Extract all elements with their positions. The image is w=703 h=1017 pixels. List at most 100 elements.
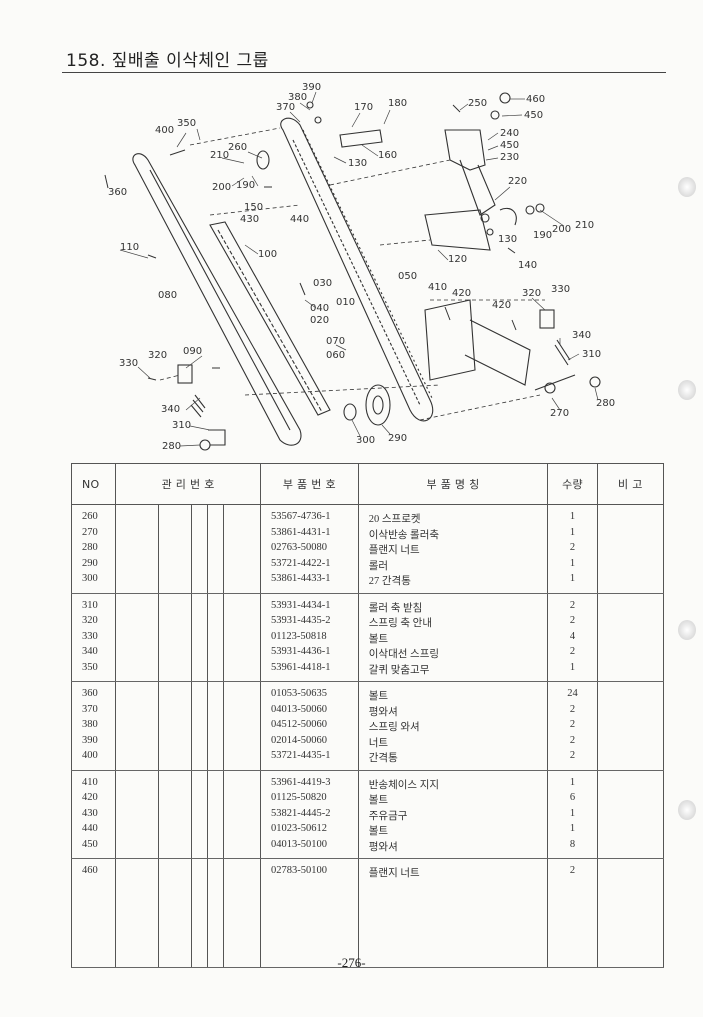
cell-empty [222, 770, 261, 859]
callout-label: 330 [119, 358, 138, 369]
title-rule [62, 72, 666, 73]
callout-label: 410 [428, 282, 447, 293]
cell-line-qty: 1 [569, 661, 576, 673]
cell-empty [158, 593, 193, 682]
cell-line-part-no: 53861-4433-1 [271, 573, 331, 584]
cell-line-qty: 2 [569, 542, 576, 553]
col-header-remark: 비 고 [596, 463, 665, 505]
callout-label: 250 [468, 98, 487, 109]
cell-line-qty: 2 [569, 703, 576, 715]
callout-label: 020 [310, 315, 329, 326]
cell-line-no: 330 [82, 630, 98, 642]
cell-line-part-no: 53861-4431-1 [271, 526, 331, 538]
cell-line-name: 20 스프로켓 [368, 514, 421, 525]
cell-line-no: 350 [82, 661, 98, 673]
callout-label: 070 [326, 336, 345, 347]
callout-label: 130 [348, 158, 367, 169]
callout-label: 460 [526, 94, 545, 105]
callout-label: 440 [290, 214, 309, 225]
cell-line-part-no: 53721-4422-1 [271, 557, 331, 569]
callout-label: 160 [378, 150, 397, 161]
callout-label: 320 [522, 288, 541, 299]
table-header-row: NO 관 리 번 호 부 품 번 호 부 품 명 칭 수량 비 고 [70, 463, 665, 505]
callout-label: 170 [354, 102, 373, 113]
cell-line-name: 주유금구 [368, 810, 408, 822]
cell-line-no: 460 [82, 865, 98, 876]
callout-label: 130 [498, 234, 517, 245]
callout-label: 200 [552, 224, 571, 235]
cell-line-name: 평와셔 [368, 706, 398, 718]
cell-empty [222, 593, 261, 682]
cell-line-part-no: 01123-50818 [271, 630, 327, 642]
col-header-part-no: 부 품 번 호 [260, 463, 359, 505]
cell-line-name: 이삭반송 롤러축 [368, 529, 440, 541]
cell-line-name: 롤러 [368, 560, 389, 572]
callout-label: 010 [336, 297, 355, 308]
cell-line-name: 평와셔 [368, 841, 398, 853]
callout-label: 280 [596, 398, 615, 409]
cell-line-part-no: 53721-4435-1 [271, 750, 331, 761]
cell-line-no: 430 [82, 807, 98, 819]
callout-label: 280 [162, 441, 181, 452]
callout-label: 220 [508, 176, 527, 187]
cell-part-no: 02783-50100 [260, 858, 359, 968]
callout-label: 430 [240, 214, 259, 225]
cell-line-qty: 2 [569, 734, 576, 746]
callout-label: 350 [177, 118, 196, 129]
cell-line-no: 410 [82, 776, 98, 788]
cell-line-no: 310 [82, 599, 98, 611]
callout-label: 450 [524, 110, 543, 121]
cell-empty [222, 504, 261, 594]
callout-label: 150 [244, 202, 263, 213]
cell-empty [158, 858, 193, 968]
cell-line-part-no: 53567-4736-1 [271, 511, 331, 522]
cell-empty [206, 770, 224, 859]
callout-label: 400 [155, 125, 174, 136]
cell-line-part-no: 01125-50820 [271, 792, 327, 803]
page-title: 158. 짚배출 이삭체인 그룹 [66, 51, 269, 71]
cell-line-name: 스프링 와셔 [368, 722, 420, 733]
cell-line-qty: 2 [569, 750, 576, 761]
callout-label: 370 [276, 102, 295, 113]
callout-label: 290 [388, 433, 407, 444]
callout-label: 240 [500, 128, 519, 139]
cell-line-name: 볼트 [368, 691, 389, 702]
cell-line-no: 450 [82, 838, 98, 850]
callout-label: 140 [518, 260, 537, 271]
col-header-name: 부 품 명 칭 [357, 463, 549, 505]
punch-hole [678, 177, 696, 197]
cell-line-no: 300 [82, 573, 98, 584]
cell-line-name: 갈퀴 맞춤고무 [368, 664, 430, 676]
cell-empty [596, 770, 665, 859]
col-header-mgmt: 관 리 번 호 [115, 463, 261, 505]
punch-hole [678, 620, 696, 640]
cell-line-part-no: 53961-4418-1 [271, 661, 331, 673]
col-header-no: NO [70, 463, 117, 505]
callout-label: 420 [492, 300, 511, 311]
cell-line-part-no: 02014-50060 [271, 734, 327, 746]
cell-empty [222, 858, 261, 968]
cell-line-qty: 2 [569, 599, 576, 611]
cell-empty [596, 858, 665, 968]
cell-line-part-no: 53931-4434-1 [271, 599, 331, 611]
cell-no: 460 [70, 858, 117, 968]
cell-empty [115, 770, 160, 859]
cell-line-part-no: 04013-50060 [271, 703, 327, 715]
cell-line-qty: 1 [569, 823, 576, 834]
cell-line-qty: 1 [569, 526, 576, 538]
callout-label: 110 [120, 242, 139, 253]
callout-label: 190 [236, 180, 255, 191]
callout-label: 090 [183, 346, 202, 357]
cell-line-part-no: 53961-4419-3 [271, 776, 331, 788]
